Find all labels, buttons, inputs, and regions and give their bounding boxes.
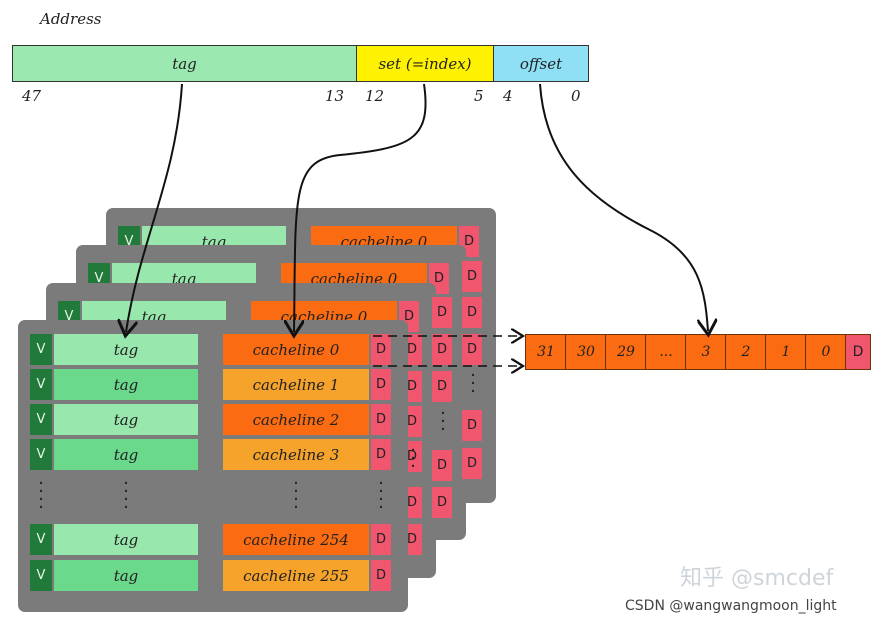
- cacheline-254: cacheline 254: [223, 524, 369, 555]
- cacheline-3: cacheline 3: [223, 439, 369, 470]
- byte-3: 3: [685, 334, 727, 370]
- tag-cell: tag: [54, 404, 198, 435]
- dirty-bit: D: [371, 560, 391, 591]
- cache-set-255: V tag cacheline 255 D: [18, 560, 408, 591]
- cache-set-0: V tag cacheline 0 D: [18, 334, 408, 365]
- cacheline-2: cacheline 2: [223, 404, 369, 435]
- dirty-bit: D: [371, 524, 391, 555]
- cache-way-1: V tag cacheline 0 D V tag cacheline 1 D …: [18, 320, 408, 612]
- cacheline-dirty-bit: D: [845, 334, 871, 370]
- tag-cell: tag: [54, 369, 198, 400]
- dirty-bit: D: [462, 261, 482, 292]
- cache-set-1: V tag cacheline 1 D: [18, 369, 408, 400]
- bit-label-5: 5: [474, 87, 484, 105]
- cacheline-255: cacheline 255: [223, 560, 369, 591]
- valid-bit: V: [30, 439, 52, 470]
- valid-bit: V: [30, 560, 52, 591]
- bit-label-47: 47: [22, 87, 42, 105]
- bit-label-13: 13: [325, 87, 345, 105]
- valid-bit: V: [30, 404, 52, 435]
- watermark-zhihu: 知乎 @smcdef: [680, 566, 834, 591]
- tag-cell: tag: [54, 334, 198, 365]
- dirty-bit: D: [371, 439, 391, 470]
- cacheline-bytes: 31 30 29 ... 3 2 1 0 D: [525, 334, 871, 370]
- bit-label-12: 12: [365, 87, 385, 105]
- dirty-bit: D: [432, 334, 452, 365]
- tag-cell: tag: [54, 439, 198, 470]
- cache-set-254: V tag cacheline 254 D: [18, 524, 408, 555]
- dirty-bit: D: [462, 410, 482, 441]
- byte-0: 0: [805, 334, 847, 370]
- dirty-bit: D: [432, 487, 452, 518]
- dirty-bit: D: [432, 450, 452, 481]
- offset-arrow: [539, 83, 708, 331]
- byte-31: 31: [525, 334, 567, 370]
- tag-cell: tag: [54, 560, 198, 591]
- address-offset-field: offset: [493, 45, 589, 82]
- set-arrow: [294, 83, 427, 332]
- valid-bit: V: [30, 334, 52, 365]
- dirty-bit: D: [371, 369, 391, 400]
- address-title: Address: [40, 10, 102, 28]
- dirty-bit: D: [432, 297, 452, 328]
- dirty-bit: D: [371, 404, 391, 435]
- dirty-bit: D: [371, 334, 391, 365]
- byte-29: 29: [605, 334, 647, 370]
- dirty-bit: D: [432, 371, 452, 402]
- bit-label-0: 0: [571, 87, 581, 105]
- valid-bit: V: [30, 524, 52, 555]
- dirty-bit: D: [462, 448, 482, 479]
- tag-arrow: [126, 83, 183, 332]
- byte-ellipsis: ...: [645, 334, 687, 370]
- cache-set-3: V tag cacheline 3 D: [18, 439, 408, 470]
- cache-set-2: V tag cacheline 2 D: [18, 404, 408, 435]
- cacheline-0: cacheline 0: [223, 334, 369, 365]
- tag-cell: tag: [54, 524, 198, 555]
- watermark-csdn: CSDN @wangwangmoon_light: [625, 598, 837, 614]
- byte-1: 1: [765, 334, 807, 370]
- cacheline-1: cacheline 1: [223, 369, 369, 400]
- dirty-bit: D: [462, 297, 482, 328]
- dirty-bit: D: [462, 334, 482, 365]
- bit-label-4: 4: [503, 87, 513, 105]
- valid-bit: V: [30, 369, 52, 400]
